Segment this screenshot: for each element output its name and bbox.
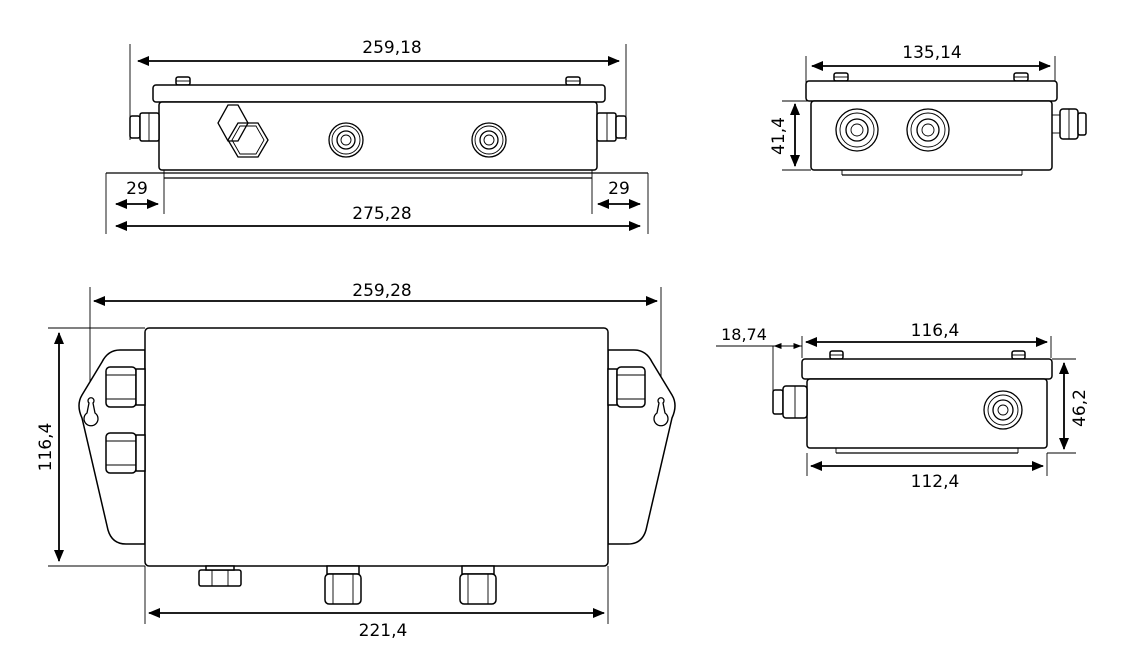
top-view: 259,28 116,4 221,4 <box>36 281 676 641</box>
rear-view: 18,74 116,4 46,2 112,4 <box>716 321 1090 492</box>
side-view: 135,14 41,4 <box>769 43 1087 176</box>
dim-side-width: 135,14 <box>902 43 961 63</box>
dim-front-width-top: 259,18 <box>362 38 421 58</box>
dim-side-height: 41,4 <box>769 117 789 155</box>
dim-rear-offset: 18,74 <box>721 325 767 344</box>
dim-rear-bottom-width: 112,4 <box>911 472 960 492</box>
dim-rear-top-width: 116,4 <box>911 321 960 341</box>
dim-front-base-width: 275,28 <box>352 204 411 224</box>
dim-top-width: 259,28 <box>352 281 411 301</box>
dim-top-body-width: 221,4 <box>359 621 408 641</box>
dim-top-height: 116,4 <box>36 423 56 472</box>
dim-front-side-left: 29 <box>126 179 148 199</box>
dim-front-side-right: 29 <box>608 179 630 199</box>
dim-rear-height: 46,2 <box>1070 389 1090 427</box>
front-view: 259,18 29 29 275,28 <box>105 38 649 234</box>
